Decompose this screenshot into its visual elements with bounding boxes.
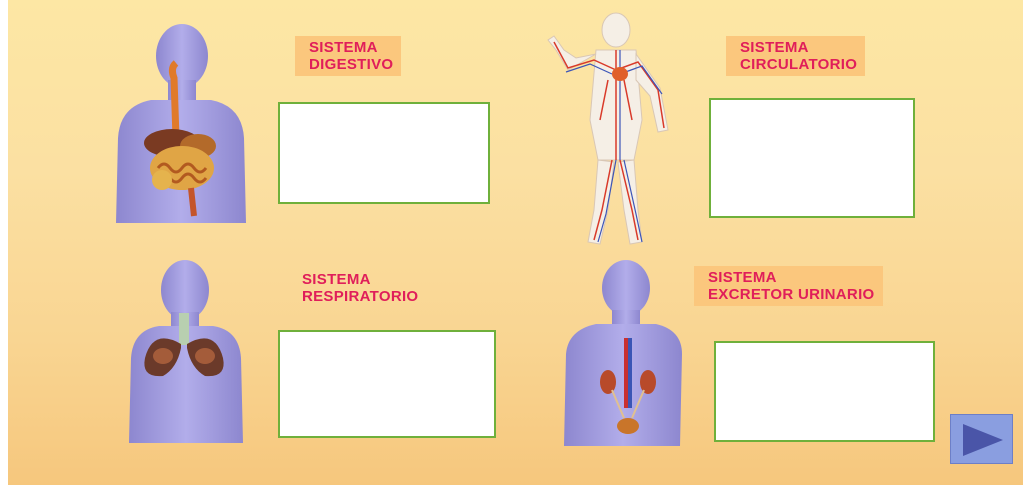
- label-respiratory: SISTEMA RESPIRATORIO: [288, 268, 426, 308]
- digestive-torso-icon: [106, 18, 256, 223]
- answer-box-circulatory[interactable]: [709, 98, 915, 218]
- circulatory-body-icon: [538, 10, 688, 250]
- label-urinary: SISTEMA EXCRETOR URINARIO: [694, 266, 883, 306]
- respiratory-torso-icon: [123, 258, 258, 443]
- activity-slide: SISTEMA DIGESTIVO SISTEMA CIRCULATORIO: [8, 0, 1023, 485]
- answer-box-urinary[interactable]: [714, 341, 935, 442]
- label-circulatory: SISTEMA CIRCULATORIO: [726, 36, 865, 76]
- label-digestive: SISTEMA DIGESTIVO: [295, 36, 401, 76]
- play-arrow-icon: [951, 415, 1014, 465]
- next-button[interactable]: [950, 414, 1013, 464]
- answer-box-respiratory[interactable]: [278, 330, 496, 438]
- answer-box-digestive[interactable]: [278, 102, 490, 204]
- urinary-torso-icon: [556, 258, 686, 446]
